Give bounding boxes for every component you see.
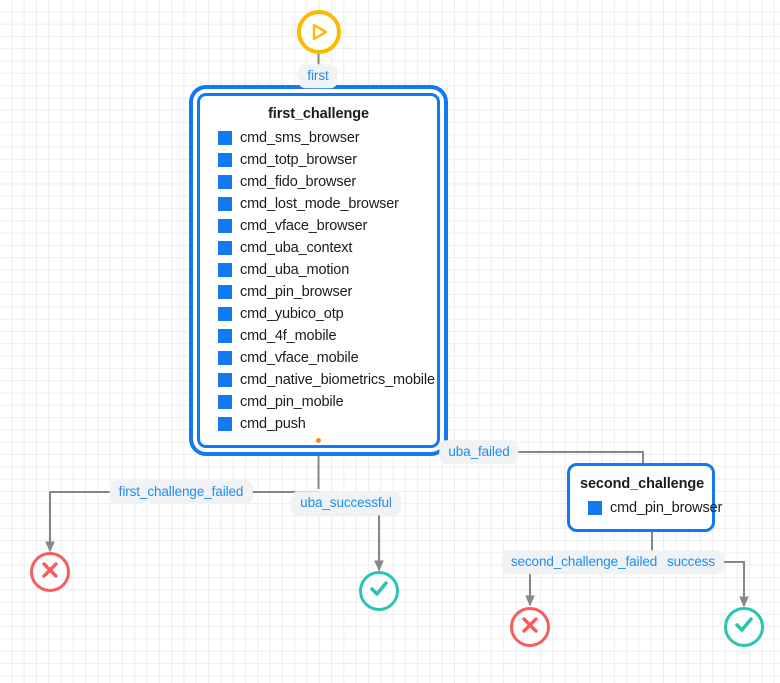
circle-check-icon xyxy=(732,613,756,642)
play-icon xyxy=(309,22,329,42)
list-item[interactable]: cmd_native_biometrics_mobile xyxy=(210,369,435,391)
checkbox-icon xyxy=(218,131,232,145)
terminal-first-challenge-failed[interactable] xyxy=(30,552,70,592)
start-node[interactable] xyxy=(297,10,341,54)
node-title: first_challenge xyxy=(268,106,369,122)
list-item[interactable]: cmd_vface_browser xyxy=(210,215,427,237)
list-item-label: cmd_push xyxy=(240,416,306,432)
checkbox-icon xyxy=(588,501,602,515)
list-item[interactable]: cmd_totp_browser xyxy=(210,149,427,171)
list-item[interactable]: cmd_4f_mobile xyxy=(210,325,427,347)
circle-check-icon xyxy=(367,577,391,606)
list-item[interactable]: cmd_fido_browser xyxy=(210,171,427,193)
list-item[interactable]: cmd_pin_mobile xyxy=(210,391,427,413)
list-item-label: cmd_pin_browser xyxy=(610,500,723,516)
circle-x-icon xyxy=(39,559,61,586)
list-item[interactable]: cmd_push xyxy=(210,413,427,435)
list-item[interactable]: cmd_sms_browser xyxy=(210,127,427,149)
list-item-label: cmd_uba_context xyxy=(240,240,353,256)
list-item-label: cmd_pin_browser xyxy=(240,284,353,300)
list-item-label: cmd_4f_mobile xyxy=(240,328,337,344)
list-item-label: cmd_vface_browser xyxy=(240,218,368,234)
edge-label-uba-failed[interactable]: uba_failed xyxy=(439,440,519,464)
checkbox-icon xyxy=(218,241,232,255)
list-item[interactable]: cmd_uba_motion xyxy=(210,259,427,281)
terminal-second-challenge-failed[interactable] xyxy=(510,607,550,647)
checkbox-icon xyxy=(218,175,232,189)
checkbox-icon xyxy=(218,417,232,431)
list-item-label: cmd_yubico_otp xyxy=(240,306,344,322)
edge-label-uba-successful[interactable]: uba_successful xyxy=(291,491,401,515)
checkbox-icon xyxy=(218,395,232,409)
list-item[interactable]: cmd_uba_context xyxy=(210,237,427,259)
edge-label-first[interactable]: first xyxy=(298,64,338,88)
node-first-challenge[interactable]: first_challenge cmd_sms_browser cmd_totp… xyxy=(197,93,440,448)
list-item[interactable]: cmd_pin_browser xyxy=(580,497,722,519)
node-title: second_challenge xyxy=(580,476,705,492)
list-item-label: cmd_totp_browser xyxy=(240,152,357,168)
list-item-label: cmd_fido_browser xyxy=(240,174,357,190)
terminal-uba-successful[interactable] xyxy=(359,571,399,611)
terminal-success[interactable] xyxy=(724,607,764,647)
checkbox-icon xyxy=(218,197,232,211)
checkbox-icon xyxy=(218,219,232,233)
checkbox-icon xyxy=(218,263,232,277)
list-item[interactable]: cmd_pin_browser xyxy=(210,281,427,303)
list-item-label: cmd_pin_mobile xyxy=(240,394,344,410)
checkbox-icon xyxy=(218,373,232,387)
list-item[interactable]: cmd_vface_mobile xyxy=(210,347,427,369)
list-item[interactable]: cmd_yubico_otp xyxy=(210,303,427,325)
list-item-label: cmd_sms_browser xyxy=(240,130,360,146)
list-item-label: cmd_lost_mode_browser xyxy=(240,196,399,212)
list-item-label: cmd_native_biometrics_mobile xyxy=(240,372,435,388)
checkbox-icon xyxy=(218,351,232,365)
checkbox-icon xyxy=(218,329,232,343)
edge-label-second-challenge-failed[interactable]: second_challenge_failed xyxy=(501,550,667,574)
output-port-first-challenge[interactable] xyxy=(316,438,321,443)
node-second-challenge[interactable]: second_challenge cmd_pin_browser xyxy=(567,463,722,532)
checkbox-icon xyxy=(218,285,232,299)
edge-label-first-challenge-failed[interactable]: first_challenge_failed xyxy=(109,480,253,504)
edge-uba-successful-to-success xyxy=(374,560,384,572)
list-item[interactable]: cmd_lost_mode_browser xyxy=(210,193,427,215)
list-item-label: cmd_uba_motion xyxy=(240,262,350,278)
list-item-label: cmd_vface_mobile xyxy=(240,350,359,366)
checkbox-icon xyxy=(218,307,232,321)
edge-label-success[interactable]: success xyxy=(657,550,725,574)
checkbox-icon xyxy=(218,153,232,167)
circle-x-icon xyxy=(519,614,541,641)
